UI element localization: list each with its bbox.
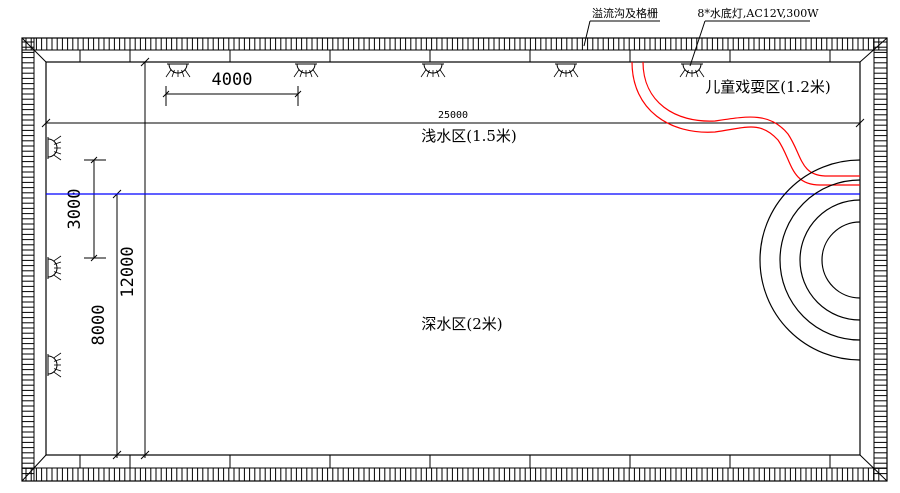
coping-segments [22, 38, 887, 481]
kids-zone-label: 儿童戏耍区(1.2米) [705, 78, 831, 96]
overflow-callout: 溢流沟及格栅 [592, 6, 658, 20]
deep-zone-label: 深水区(2米) [421, 315, 502, 333]
kids-zone-boundary [631, 61, 860, 186]
concentric-arcs [759, 159, 861, 361]
dim-total-width-label: 12000 [118, 246, 138, 297]
underwater-light-icon [165, 63, 191, 78]
pool-inner-edge [45, 61, 861, 456]
border-segment-lines [21, 37, 888, 482]
dim-deep-width-label: 8000 [89, 305, 109, 346]
underwater-light-icon [47, 255, 62, 281]
overflow-leader [583, 20, 660, 47]
underwater-light-icon [293, 63, 319, 78]
dim-light-spacing-label: 4000 [212, 70, 253, 90]
underwater-light-icon [47, 352, 62, 378]
underwater-light-icon [679, 63, 705, 78]
kids-zone-boundary-inner [642, 61, 860, 177]
lights-callout: 8*水底灯,AC12V,300W [697, 6, 819, 20]
dim-total-width [140, 57, 150, 460]
underwater-lights [47, 63, 705, 378]
underwater-light-icon [420, 63, 446, 78]
lights-leader [689, 20, 810, 67]
dim-light-spacing [162, 86, 302, 106]
underwater-light-icon [47, 135, 62, 161]
underwater-light-icon [553, 63, 579, 78]
shallow-zone-label: 浅水区(1.5米) [421, 127, 517, 145]
dim-deep-width [112, 189, 122, 460]
dim-total-length [41, 118, 865, 128]
dim-total-length-label: 25000 [438, 110, 468, 121]
dim-shallow-width [84, 156, 106, 262]
overflow-gutter-grating [22, 38, 887, 481]
pool-outer-edge [21, 37, 888, 482]
dim-shallow-width-label: 3000 [65, 189, 85, 230]
